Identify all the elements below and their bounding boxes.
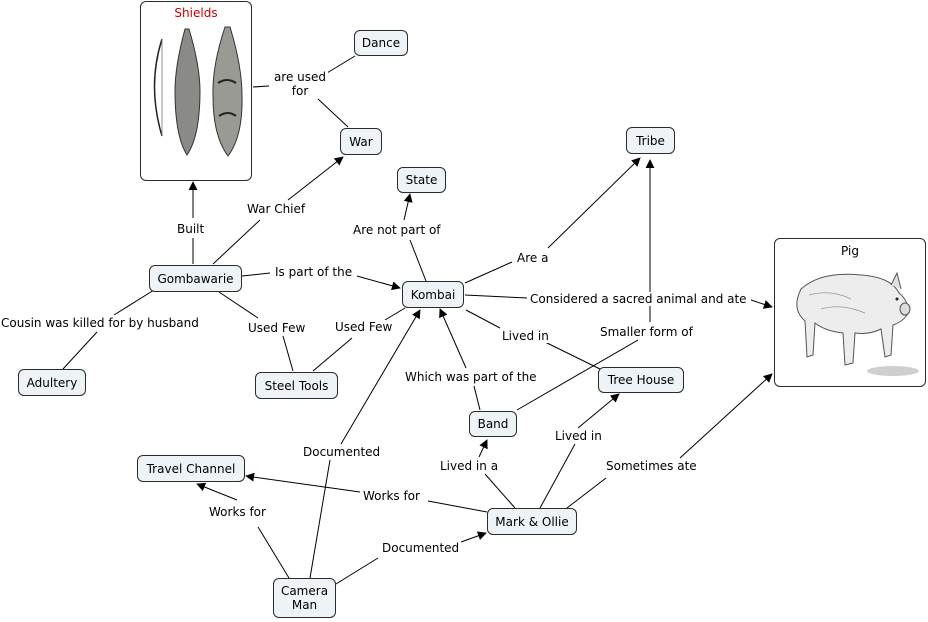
shields-title: Shields — [174, 6, 218, 20]
edge-label-documented-1: Documented — [302, 445, 382, 459]
edge-label-war-chief: War Chief — [246, 202, 307, 216]
war-node[interactable]: War — [340, 128, 382, 155]
edge-are-not-part-of-bottom-line — [409, 239, 427, 282]
edge-are-used-for-shields-line — [252, 85, 270, 88]
edge-label-smaller-form-of: Smaller form of — [599, 325, 694, 339]
edge-used-few-1-top-line — [218, 291, 259, 319]
edge-label-used-few-2: Used Few — [334, 320, 394, 334]
edge-sometimes-ate-top-line — [679, 373, 773, 459]
edge-lived-in-2-bottom-line — [539, 443, 576, 509]
edge-sacred-left-line — [464, 294, 528, 299]
camera-man-node[interactable]: Camera Man — [273, 578, 336, 618]
shields-node[interactable]: Shields — [140, 1, 252, 181]
edge-sacred-right-line — [750, 299, 773, 309]
edge-which-part-bottom-line — [473, 385, 481, 411]
edge-label-lived-in-2: Lived in — [554, 429, 603, 443]
edge-lived-in-1-left-line — [465, 309, 501, 329]
band-node[interactable]: Band — [469, 411, 517, 437]
edge-used-few-2-bottom-line — [312, 337, 353, 372]
tribe-node[interactable]: Tribe — [626, 127, 675, 154]
edge-documented-1-top-line — [340, 309, 421, 445]
edge-works-for-2-bottom-line — [257, 526, 290, 579]
edge-used-few-1-bottom-line — [282, 335, 294, 372]
edge-are-a-right-line — [547, 157, 641, 249]
edge-label-built: Built — [176, 222, 206, 236]
edge-label-are-a: Are a — [516, 251, 550, 265]
pig-node[interactable]: Pig — [774, 238, 926, 387]
gombawarie-node[interactable]: Gombawarie — [149, 265, 242, 292]
edge-documented-2-top-line — [460, 531, 487, 543]
edge-label-sometimes-ate: Sometimes ate — [605, 459, 698, 473]
mark-ollie-node[interactable]: Mark & Ollie — [487, 508, 577, 535]
edge-is-part-of-left-line — [241, 272, 271, 277]
edge-label-are-not-part-of: Are not part of — [352, 223, 442, 237]
pig-title: Pig — [841, 244, 859, 258]
edge-label-lived-in-a: Lived in a — [439, 459, 500, 473]
edge-works-for-2-top-line — [196, 482, 238, 501]
edge-label-lived-in-1: Lived in — [501, 329, 550, 343]
edge-label-which-was-part-of-the: Which was part of the — [404, 370, 538, 384]
shields-illustration — [153, 26, 243, 157]
edge-documented-1-bottom-line — [309, 459, 331, 579]
edge-documented-2-bottom-line — [335, 557, 379, 585]
edge-lived-in-1-right-line — [544, 341, 603, 371]
tree-house-node[interactable]: Tree House — [598, 367, 684, 393]
edge-label-works-for-2: Works for — [208, 505, 267, 519]
edge-are-not-part-of-top-line — [403, 193, 413, 221]
edge-sometimes-ate-bottom-line — [566, 477, 607, 509]
edge-are-a-left-line — [464, 261, 513, 284]
edge-smaller-form-bottom-line — [516, 339, 639, 411]
edge-which-part-top-line — [439, 308, 467, 369]
adultery-node[interactable]: Adultery — [18, 369, 86, 396]
edge-war-chief-top-line — [287, 156, 344, 201]
edge-war-chief-bottom-line — [212, 219, 261, 265]
edge-used-few-2-top-line — [384, 307, 406, 321]
edge-lived-in-2-top-line — [577, 393, 620, 429]
edge-lived-in-a-bottom-line — [484, 473, 516, 509]
dance-node[interactable]: Dance — [354, 30, 408, 56]
edge-label-used-few-1: Used Few — [247, 321, 307, 335]
edge-lived-in-a-top-line — [478, 439, 488, 458]
edge-is-part-of-right-line — [356, 275, 401, 291]
edge-label-cousin-killed: Cousin was killed for by husband — [0, 316, 200, 330]
kombai-node[interactable]: Kombai — [402, 281, 464, 308]
edge-works-for-1-right-line — [427, 500, 488, 513]
edge-label-considered-sacred: Considered a sacred animal and ate — [529, 292, 748, 306]
pig-illustration — [796, 271, 919, 376]
steel-tools-node[interactable]: Steel Tools — [255, 372, 338, 399]
edge-cousin-top-line — [113, 289, 155, 316]
edge-label-are-used-for: are used for — [272, 70, 328, 98]
edge-cousin-bottom-line — [62, 331, 98, 370]
edge-works-for-1-left-line — [245, 472, 361, 493]
state-node[interactable]: State — [397, 167, 446, 193]
edge-label-works-for-1: Works for — [362, 489, 421, 503]
edge-are-used-for-war-line — [317, 98, 349, 128]
edge-label-is-part-of-the: Is part of the — [274, 265, 354, 279]
travel-channel-node[interactable]: Travel Channel — [137, 455, 245, 482]
edge-label-documented-2: Documented — [381, 541, 461, 555]
